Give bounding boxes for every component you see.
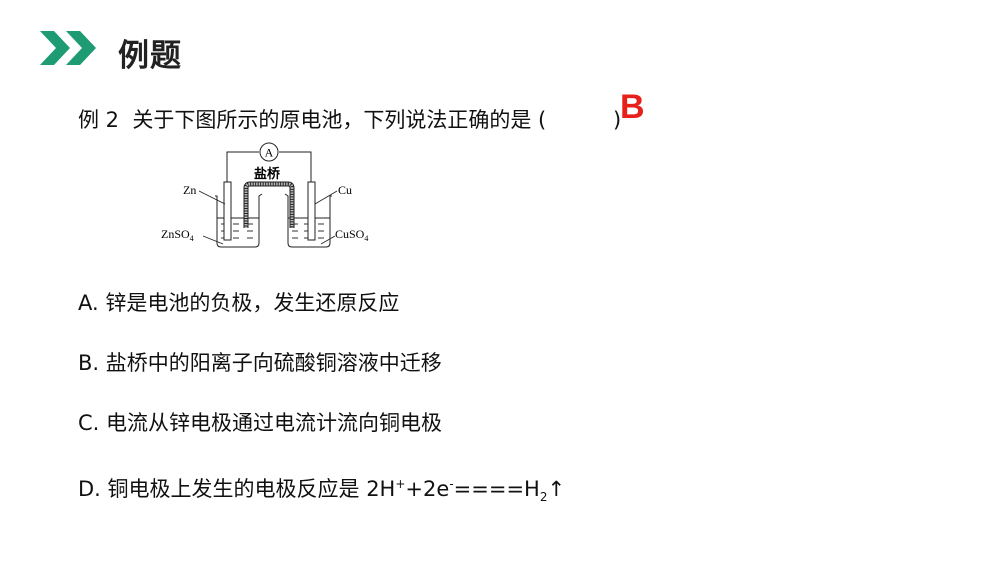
svg-text:Zn: Zn	[183, 183, 196, 197]
ammeter-icon	[259, 142, 279, 162]
answer-mark: B	[620, 88, 645, 126]
option-b: B. 盐桥中的阳离子向硫酸铜溶液中迁移	[78, 351, 442, 375]
option-d: D. 铜电极上发生的电极反应是 2H++2e-====H2↑	[78, 477, 566, 505]
galvanic-cell-diagram: A 盐桥 Zn Cu ZnSO4 CuSO4	[161, 142, 368, 248]
gas-arrow-icon: ↑	[547, 477, 566, 501]
svg-text:Cu: Cu	[338, 183, 352, 197]
svg-text:CuSO4: CuSO4	[335, 227, 368, 243]
svg-text:盐桥: 盐桥	[254, 166, 281, 181]
svg-text:ZnSO4: ZnSO4	[161, 227, 194, 243]
page-title: 例题	[118, 38, 182, 74]
option-c: C. 电流从锌电极通过电流计流向铜电极	[78, 411, 443, 435]
svg-text:A: A	[265, 146, 274, 160]
option-a: A. 锌是电池的负极，发生还原反应	[78, 291, 400, 315]
double-chevron-right-icon	[40, 31, 96, 65]
question-text: 例 2 关于下图所示的原电池，下列说法正确的是 ( )	[78, 108, 622, 132]
